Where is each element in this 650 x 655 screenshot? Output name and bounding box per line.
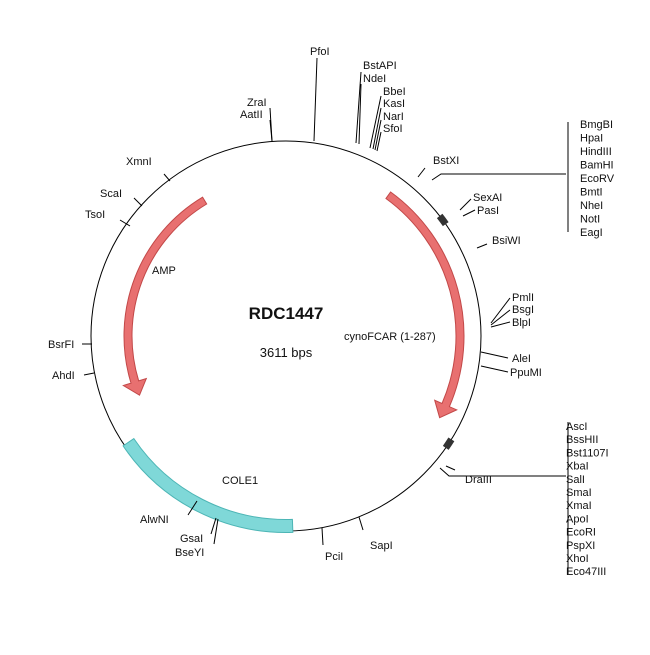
site-line-xmni [163,173,171,182]
site-line-alei [480,351,509,359]
site-label-aatii: AatII [240,109,263,121]
mcs1-site-0: BmgBI [580,119,613,131]
mcs2-site-9: PspXI [566,540,595,552]
site-label-sfoi: SfoI [383,123,403,135]
mcs2-site-5: SmaI [566,487,592,499]
mcs2-site-2: Bst1107I [566,447,609,459]
site-line-bbei [369,95,382,149]
feature-cole1-band [122,437,294,533]
mcs2-site-8: EcoRI [566,527,596,539]
site-label-zrai: ZraI [247,97,267,109]
site-line-alwni [187,500,198,516]
feature-amp-arrow [122,196,208,396]
site-line-bstapi [355,71,362,144]
site-line-pasi [462,209,476,217]
mcs1-site-6: NheI [580,200,603,212]
site-line-sapi [358,516,364,531]
site-label-bsrfi: BsrFI [48,339,74,351]
site-label-ndei: NdeI [363,73,386,85]
site-label-bsgi: BsgI [512,304,534,316]
mcs1-site-2: HindIII [580,146,612,158]
mcs2-site-6: XmaI [566,500,592,512]
mcs2-site-11: Eco47III [566,566,606,578]
site-label-bstapi: BstAPI [363,60,397,72]
site-label-nari: NarI [383,111,404,123]
feature-label-cole1: COLE1 [222,475,258,487]
mcs2-site-3: XbaI [566,461,589,473]
site-label-pasi: PasI [477,205,499,217]
site-line-scai [133,197,143,207]
site-line-kasi [372,107,382,150]
site-label-bbei: BbeI [383,86,406,98]
site-label-alwni: AlwNI [140,514,169,526]
site-label-pmli: PmlI [512,292,534,304]
site-line-bsgi [490,309,511,326]
site-label-alei: AleI [512,353,531,365]
site-line-sfoi [376,131,382,152]
mcs2-leader [439,467,566,477]
site-label-ppumi: PpuMI [510,367,542,379]
site-label-pcii: PciI [325,551,343,563]
mcs2-site-7: ApoI [566,513,589,525]
mcs1-site-4: EcoRV [580,173,615,185]
mcs2-site-10: XhoI [566,553,589,565]
mcs2-site-0: AscI [566,421,587,433]
site-line-gsai [210,517,217,535]
site-label-gsai: GsaI [180,533,203,545]
site-label-sapi: SapI [370,540,393,552]
site-label-bseyi: BseYI [175,547,204,559]
mcs1-marker [436,213,449,227]
site-line-ndei [358,83,362,145]
site-line-bsiwi [476,243,488,249]
site-line-ahdi [83,372,95,376]
site-line-pfoi [313,57,318,142]
mcs1-site-7: NotI [580,214,600,226]
site-label-bstxi: BstXI [433,155,459,167]
site-label-draiii: DraIII [465,474,492,486]
site-label-sexai: SexAI [473,192,502,204]
plasmid-size: 3611 bps [260,345,313,360]
site-line-blpi [490,321,511,328]
site-line-sexai [459,198,472,211]
feature-cynofcar-arrow [385,191,465,419]
site-label-bsiwi: BsiWI [492,235,521,247]
feature-label-amp: AMP [152,265,176,277]
site-line-pcii [321,527,324,546]
feature-label-cynofcar: cynoFCAR (1-287) [344,331,436,343]
site-line-draiii [445,465,456,471]
site-label-scai: ScaI [100,188,122,200]
mcs1-site-8: EagI [580,227,603,239]
mcs1-site-5: BmtI [580,187,603,199]
site-line-bseyi [213,518,219,545]
site-line-ppumi [480,365,509,373]
site-line-aatii [269,119,273,142]
site-label-pfoi: PfoI [310,46,330,58]
mcs1-site-1: HpaI [580,133,603,145]
mcs2-site-4: SalI [566,474,585,486]
mcs2-site-1: BssHII [566,434,598,446]
mcs1-leader [431,173,566,181]
site-label-ahdi: AhdI [52,370,75,382]
site-line-pmli [490,297,511,324]
site-label-kasi: KasI [383,98,405,110]
site-label-xmni: XmnI [126,156,152,168]
plasmid-name: RDC1447 [249,304,324,323]
site-label-tsoi: TsoI [85,209,105,221]
mcs1-site-3: BamHI [580,160,614,172]
site-line-tsoi [119,219,131,227]
site-line-bstxi [417,167,426,178]
mcs2-marker [442,437,455,450]
site-label-blpi: BlpI [512,317,531,329]
site-line-nari [374,119,382,151]
